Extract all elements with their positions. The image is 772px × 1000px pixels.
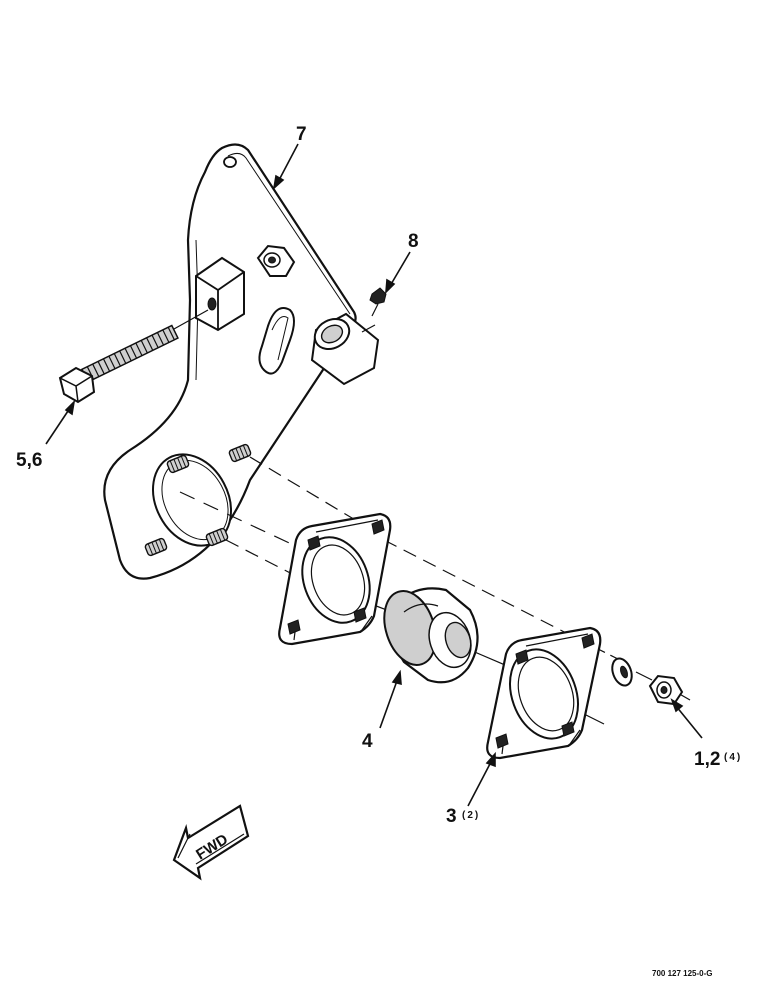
callout-item-7: 7 bbox=[296, 124, 307, 145]
plate-slot bbox=[258, 307, 295, 375]
leader-lines bbox=[45, 143, 703, 807]
flange-housing-rear bbox=[278, 512, 392, 646]
callout-item-3: 3 bbox=[446, 806, 457, 827]
callout-item-8: 8 bbox=[408, 231, 419, 252]
callout-item-1-2-qty: (4) bbox=[724, 752, 742, 763]
forward-direction-arrow: FWD bbox=[172, 804, 250, 881]
adjusting-bolt bbox=[58, 309, 209, 404]
drawing-number: 700 127 125-0-G bbox=[652, 969, 713, 978]
bearing bbox=[383, 587, 479, 684]
flange-housing-front bbox=[486, 626, 602, 760]
adjuster-block bbox=[195, 256, 245, 332]
callout-item-5-6: 5,6 bbox=[16, 450, 42, 471]
plate-studs bbox=[144, 443, 252, 557]
hex-nut-upper bbox=[256, 244, 296, 277]
callout-item-1-2: 1,2 bbox=[694, 749, 720, 770]
callout-item-4: 4 bbox=[362, 731, 373, 752]
bushing bbox=[310, 312, 380, 386]
plate-mount-hole bbox=[223, 156, 237, 168]
callout-item-3-qty: (2) bbox=[462, 810, 480, 821]
lock-washer bbox=[611, 657, 633, 687]
hex-nut-lower bbox=[648, 674, 684, 706]
grease-fitting bbox=[369, 287, 387, 317]
